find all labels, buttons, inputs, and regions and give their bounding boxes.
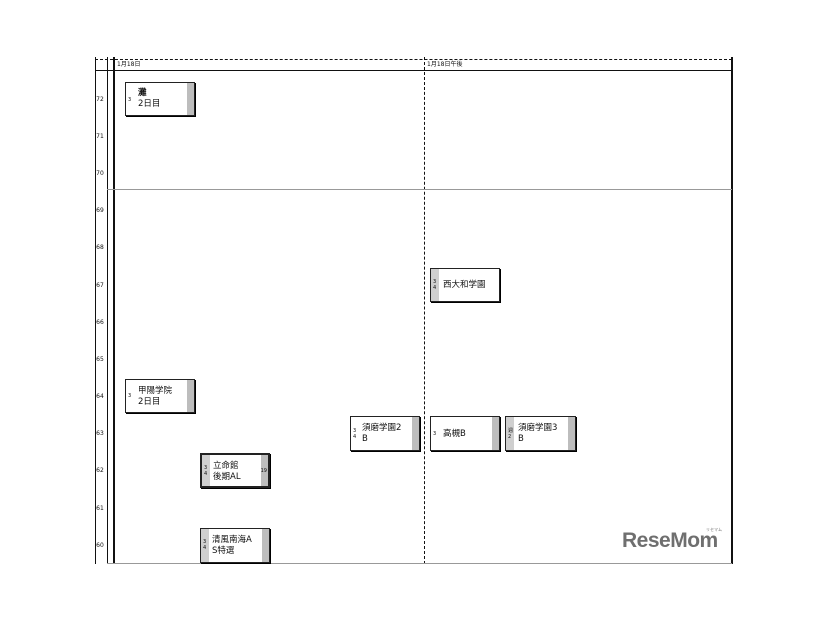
card-left-bar [202,455,210,486]
score-70-line [107,189,732,190]
y-tick: 65 [96,356,104,363]
y-tick: 66 [96,319,104,326]
column-header-2: 1月18日午後 [427,61,463,68]
frame-line-left-3 [113,57,115,564]
card-left-bar [506,417,514,450]
frame-line-left-1 [95,57,96,564]
y-tick: 61 [96,505,104,512]
card-sub: 2日目 [138,397,161,407]
card-side-label: 週 2 [508,428,514,440]
header-top-line [95,59,732,60]
card-side-label: 3 [128,97,132,103]
school-card-suma-2[interactable]: 3 4 須磨学園2 B [350,416,420,451]
card-sub: B [362,434,368,444]
card-side-label: 3 4 [433,279,437,291]
school-card-nada[interactable]: 3 灘 2日目 [125,82,195,116]
frame-line-right [731,57,733,564]
school-card-koyo[interactable]: 3 甲陽学院 2日目 [125,379,195,413]
column-divider [424,57,425,564]
card-bar [568,417,575,450]
y-tick: 68 [96,244,104,251]
card-name: 須磨学園3 [518,423,558,433]
card-bar [187,83,194,115]
card-side-label: 3 4 [353,428,357,440]
y-tick: 67 [96,282,104,289]
resemom-logo: ReseMom [622,529,718,552]
y-tick: 62 [96,467,104,474]
card-side-label: 3 [128,393,132,399]
card-sub: B [518,434,524,444]
card-bar [262,529,269,562]
bottom-line [107,563,732,564]
card-name: 高槻B [443,429,466,439]
column-header-1: 1月18日 [117,61,141,68]
card-name: 甲陽学院 [138,386,173,396]
y-tick: 60 [96,542,104,549]
y-tick: 72 [96,96,104,103]
card-side-label: 3 4 [204,465,208,477]
y-tick: 64 [96,393,104,400]
school-card-ritsumeikan[interactable]: 3 4 立命館 後期AL 19 [200,453,270,488]
y-tick: 70 [96,170,104,177]
card-name: 清風南海A [212,535,252,545]
card-left-bar [431,269,439,301]
school-card-nishiyamato[interactable]: 3 4 西大和学園 [430,268,500,302]
card-side-label: 3 [433,431,437,437]
card-bar [261,455,268,486]
card-left-bar [201,529,209,562]
card-name: 須磨学園2 [362,423,402,433]
card-sub: 2日目 [138,99,161,109]
card-name: 立命館 [213,461,239,471]
header-bottom-line [95,70,732,71]
y-tick: 69 [96,207,104,214]
card-bar [412,417,419,450]
resemom-logo-sub: リセマム [706,527,722,532]
card-side-label: 3 4 [203,539,207,551]
card-bar [187,380,194,412]
card-sub: 後期AL [213,472,241,482]
card-name: 灘 [138,88,147,98]
card-name: 西大和学園 [443,280,486,290]
y-tick: 71 [96,133,104,140]
school-card-suma-3[interactable]: 週 2 須磨学園3 B [505,416,576,451]
frame-line-left-2 [107,57,108,564]
y-tick: 63 [96,430,104,437]
card-sub: S特選 [212,546,235,556]
school-card-seifu-nankai[interactable]: 3 4 清風南海A S特選 [200,528,270,563]
card-bar [492,417,499,450]
card-number: 19 [260,468,267,474]
school-card-takatsuki[interactable]: 3 高槻B [430,416,500,451]
